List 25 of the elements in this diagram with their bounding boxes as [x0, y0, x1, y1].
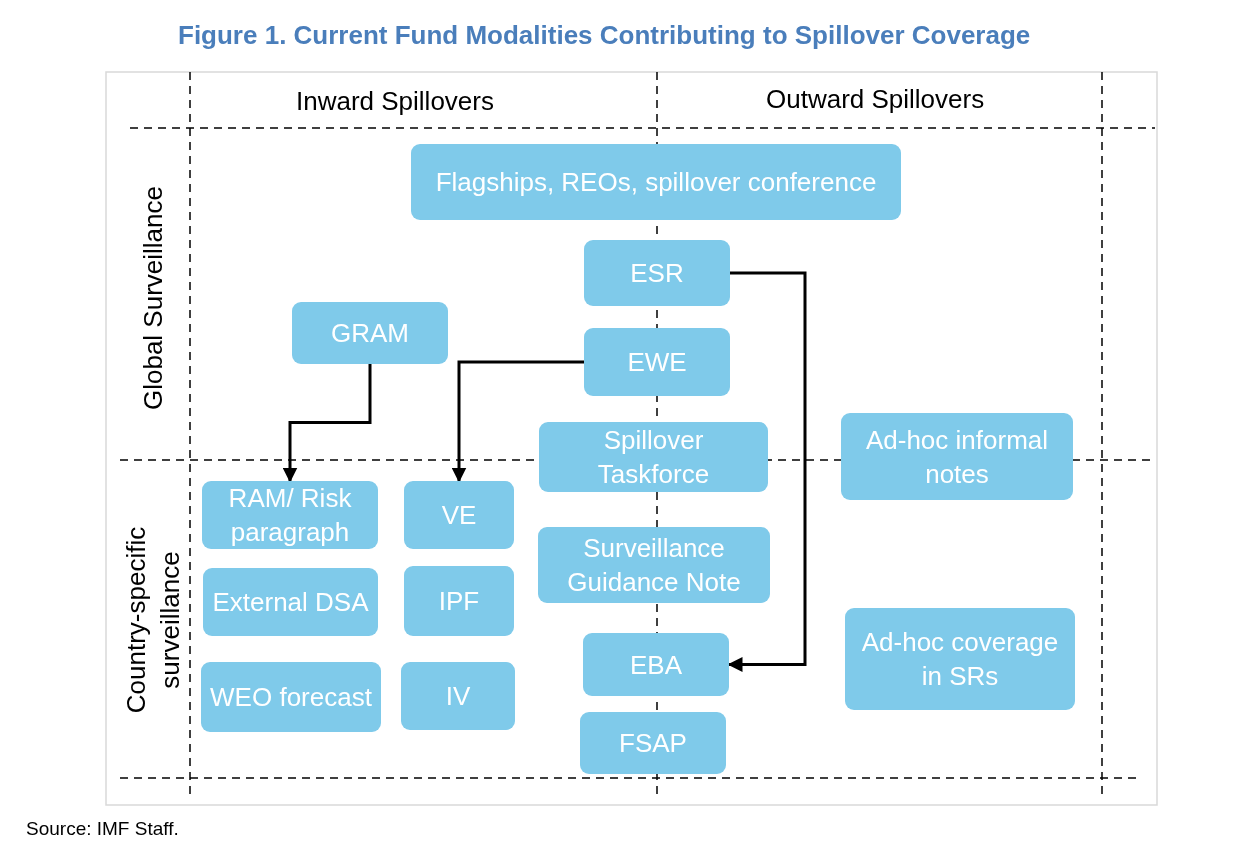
modality-box: Ad-hoc informal notes	[841, 413, 1073, 500]
modality-box: Surveillance Guidance Note	[538, 527, 770, 603]
figure-title: Figure 1. Current Fund Modalities Contributing to Spillover Coverage	[178, 20, 1031, 51]
row-header: Global Surveillance	[137, 185, 169, 412]
modality-box: Ad-hoc coverage in SRs	[845, 608, 1075, 710]
column-header: Inward Spillovers	[296, 86, 494, 117]
modality-box: GRAM	[292, 302, 448, 364]
modality-box: RAM/ Risk paragraph	[202, 481, 378, 549]
modality-box: EBA	[583, 633, 729, 696]
modality-box: WEO forecast	[201, 662, 381, 732]
modality-box: Flagships, REOs, spillover conference	[411, 144, 901, 220]
modality-box: Spillover Taskforce	[539, 422, 768, 492]
modality-box: VE	[404, 481, 514, 549]
row-header: Country-specific surveillance	[120, 525, 186, 716]
modality-box: FSAP	[580, 712, 726, 774]
connector-arrow	[727, 271, 807, 672]
column-header: Outward Spillovers	[766, 84, 985, 115]
modality-box: ESR	[584, 240, 730, 306]
modality-box: External DSA	[203, 568, 378, 636]
modality-box: EWE	[584, 328, 730, 396]
modality-box: IV	[401, 662, 515, 730]
connector-arrow	[282, 364, 372, 483]
source-note: Source: IMF Staff.	[26, 818, 179, 840]
connector-arrow	[451, 360, 584, 483]
modality-box: IPF	[404, 566, 514, 636]
